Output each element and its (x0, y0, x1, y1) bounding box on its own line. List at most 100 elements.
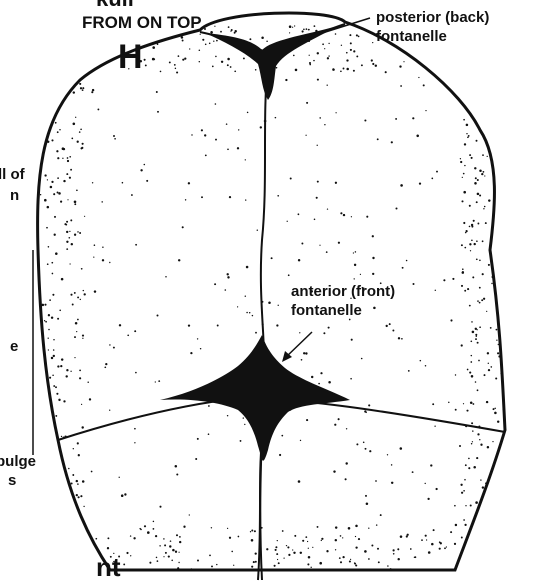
stipple-dot (477, 433, 479, 435)
stipple-dot (474, 243, 476, 245)
stipple-dot (76, 494, 78, 496)
stipple-dot (439, 548, 441, 550)
stipple-dot (366, 216, 368, 218)
stipple-dot (80, 299, 81, 300)
stipple-dot (335, 526, 337, 528)
stipple-dot (472, 403, 474, 405)
stipple-dot (283, 557, 284, 558)
stipple-dot (328, 55, 329, 56)
cropped-left-text: bulge (0, 453, 36, 470)
stipple-dot (346, 428, 347, 429)
stipple-dot (113, 347, 115, 349)
stipple-dot (300, 440, 301, 441)
cropped-heading-top: kull (96, 0, 134, 12)
stipple-dot (231, 551, 233, 553)
stipple-dot (482, 240, 484, 242)
stipple-dot (255, 552, 257, 554)
stipple-dot (46, 227, 48, 229)
stipple-dot (473, 466, 476, 469)
stipple-dot (318, 383, 320, 385)
stipple-dot (210, 31, 213, 34)
stipple-dot (463, 403, 464, 404)
stipple-dot (428, 551, 431, 554)
stipple-dot (355, 251, 357, 253)
stipple-dot (286, 545, 287, 546)
stipple-dot (83, 506, 84, 507)
stipple-dot (164, 544, 166, 546)
stipple-dot (470, 116, 471, 117)
stipple-dot (354, 264, 356, 266)
stipple-dot (317, 52, 319, 54)
stipple-dot (93, 256, 94, 257)
stipple-dot (77, 296, 79, 298)
stipple-dot (298, 259, 300, 261)
stipple-dot (251, 539, 254, 542)
stipple-dot (82, 87, 84, 89)
stipple-dot (455, 409, 457, 411)
stipple-dot (268, 302, 271, 305)
stipple-dot (402, 267, 404, 269)
stipple-dot (317, 79, 319, 81)
stipple-dot (497, 352, 499, 354)
stipple-dot (121, 494, 124, 497)
stipple-dot (234, 30, 236, 32)
stipple-dot (432, 403, 434, 405)
stipple-dot (282, 530, 284, 532)
stipple-dot (353, 70, 355, 72)
stipple-dot (159, 506, 161, 508)
stipple-dot (252, 315, 253, 316)
stipple-dot (57, 131, 59, 133)
stipple-dot (230, 66, 232, 68)
stipple-dot (277, 195, 279, 197)
stipple-dot (281, 435, 283, 437)
stipple-dot (74, 234, 76, 236)
stipple-dot (472, 430, 473, 431)
stipple-dot (395, 207, 397, 209)
stipple-dot (484, 175, 485, 176)
stipple-dot (79, 83, 81, 85)
stipple-dot (94, 290, 96, 292)
stipple-dot (254, 530, 256, 532)
stipple-dot (66, 173, 68, 175)
stipple-dot (229, 196, 231, 198)
stipple-dot (240, 440, 242, 442)
stipple-dot (279, 454, 281, 456)
stipple-dot (293, 552, 295, 554)
stipple-dot (290, 177, 292, 179)
stipple-dot (377, 138, 379, 140)
stipple-dot (461, 244, 463, 246)
stipple-dot (462, 271, 465, 274)
stipple-dot (209, 43, 211, 45)
stipple-dot (406, 535, 408, 537)
stipple-dot (476, 201, 478, 203)
stipple-dot (395, 118, 397, 120)
stipple-dot (57, 318, 59, 320)
stipple-dot (82, 480, 85, 483)
stipple-dot (65, 375, 67, 377)
stipple-dot (469, 372, 471, 374)
stipple-dot (107, 547, 109, 549)
stipple-dot (163, 556, 164, 557)
stipple-dot (346, 68, 349, 71)
stipple-dot (178, 562, 179, 563)
stipple-dot (253, 561, 255, 563)
stipple-dot (60, 201, 62, 203)
stipple-dot (443, 279, 445, 281)
stipple-dot (289, 32, 290, 33)
stipple-dot (79, 377, 81, 379)
stipple-dot (466, 410, 468, 412)
stipple-dot (67, 199, 68, 200)
stipple-dot (301, 359, 303, 361)
stipple-dot (211, 527, 212, 528)
stipple-dot (431, 178, 433, 180)
stipple-dot (350, 42, 352, 44)
stipple-dot (105, 363, 107, 365)
stipple-dot (175, 68, 176, 69)
stipple-dot (485, 222, 487, 224)
stipple-dot (278, 305, 279, 306)
stipple-dot (478, 360, 480, 362)
stipple-dot (392, 330, 394, 332)
stipple-dot (444, 547, 446, 549)
stipple-dot (488, 264, 490, 266)
stipple-dot (490, 366, 492, 368)
